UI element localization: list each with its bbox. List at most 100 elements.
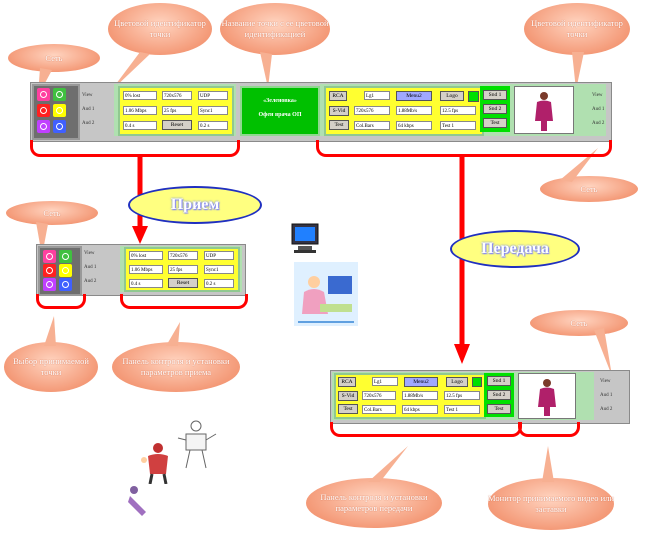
- point-cell[interactable]: [59, 278, 72, 291]
- point-cell[interactable]: [43, 250, 56, 263]
- point-cell[interactable]: [53, 88, 66, 101]
- test1-select[interactable]: Test 1: [440, 121, 476, 130]
- bitrate-field: 1.06 Mbps: [129, 265, 163, 274]
- send-kbps-select[interactable]: 64 kbps: [402, 405, 438, 414]
- callout-color-id-left: Цветовой идентификатор точки: [108, 3, 212, 55]
- menu-button[interactable]: Menu2: [396, 91, 432, 101]
- brace-top-right: [316, 140, 612, 157]
- operator-clipart-icon: [294, 262, 358, 326]
- sync-select[interactable]: Sync1: [204, 265, 234, 274]
- snd1-button[interactable]: Snd 1: [483, 90, 507, 100]
- top-right-aud1-button[interactable]: Aud 1: [592, 107, 605, 112]
- person-clipart-icon: [141, 443, 168, 484]
- logo-button[interactable]: Logo: [440, 91, 464, 101]
- receive-point-selector: [38, 246, 82, 296]
- send-view-button[interactable]: View: [600, 379, 611, 384]
- delay-field: 0.4 s: [123, 121, 157, 130]
- colbars-select[interactable]: Col.Bars: [362, 405, 396, 414]
- point-cell[interactable]: [43, 264, 56, 277]
- protocol-select[interactable]: UDP: [198, 91, 228, 100]
- person-video-icon: [538, 379, 556, 416]
- send-resolution-select[interactable]: 720x576: [362, 391, 396, 400]
- callout-point-name: Название точки с ее цветовой идентификац…: [220, 3, 330, 55]
- test-button-small[interactable]: Test: [329, 120, 349, 130]
- receive-aud1-button[interactable]: Aud 1: [84, 265, 97, 270]
- receive-panel: 0% lost 720x576 UDP 1.06 Mbps 25 fps Syn…: [124, 247, 240, 292]
- resolution-field: 720x576: [168, 251, 198, 260]
- point-cell[interactable]: [59, 250, 72, 263]
- aud1-button[interactable]: Aud 1: [82, 107, 95, 112]
- logo-button[interactable]: Logo: [446, 377, 468, 387]
- snd2-button[interactable]: Snd 2: [487, 390, 511, 400]
- sketch-figure-icon: [177, 420, 217, 469]
- send-aud1-button[interactable]: Aud 1: [600, 393, 613, 398]
- test-button[interactable]: Test: [487, 404, 511, 414]
- rca-button[interactable]: RCA: [329, 91, 347, 101]
- top-right-aud2-button[interactable]: Aud 2: [592, 121, 605, 126]
- point-cell[interactable]: [37, 88, 50, 101]
- brace-receive-left: [36, 294, 86, 309]
- send-resolution-select[interactable]: 720x576: [354, 106, 390, 115]
- callout-color-id-right: Цветовой идентификатор точки: [524, 3, 630, 55]
- view-button[interactable]: View: [82, 93, 93, 98]
- send-video-monitor: [518, 373, 576, 419]
- send-mbps-select[interactable]: 1.88Mb/s: [402, 391, 438, 400]
- receive-label: Прием: [128, 186, 262, 224]
- point-cell[interactable]: [59, 264, 72, 277]
- send-kbps-select[interactable]: 64 kbps: [396, 121, 432, 130]
- callout-net-bottom-right: Сеть: [530, 310, 628, 336]
- point-name-line2: Офен врача ОП: [258, 112, 302, 118]
- person-video-icon: [535, 92, 553, 131]
- brace-receive-right: [120, 294, 248, 309]
- receive-aud2-button[interactable]: Aud 2: [84, 279, 97, 284]
- send-mbps-select[interactable]: 1.88Mb/s: [396, 106, 432, 115]
- test-button[interactable]: Test: [483, 118, 507, 128]
- point-cell[interactable]: [43, 278, 56, 291]
- top-receive-panel: 0% lost 720x576 UDP 1.06 Mbps 25 fps Syn…: [118, 86, 234, 136]
- svid-button[interactable]: S-Vid: [338, 391, 358, 401]
- callout-select-point: Выбор принимаемой точки: [4, 342, 98, 392]
- logo-color-swatch: [472, 377, 482, 387]
- top-point-selector: [32, 84, 80, 140]
- rca-button[interactable]: RCA: [338, 377, 356, 387]
- snd2-button[interactable]: Snd 2: [483, 104, 507, 114]
- snd1-button[interactable]: Snd 1: [487, 376, 511, 386]
- svid-button[interactable]: S-Vid: [329, 106, 349, 116]
- delay2-select[interactable]: 0.2 s: [198, 121, 228, 130]
- delay-field: 0.4 s: [129, 279, 163, 288]
- lg-select[interactable]: Lg1: [364, 91, 390, 100]
- point-cell[interactable]: [37, 120, 50, 133]
- fps-field: 25 fps: [162, 106, 192, 115]
- top-sound-buttons: Snd 1 Snd 2 Test: [480, 86, 510, 132]
- protocol-select[interactable]: UDP: [204, 251, 234, 260]
- point-cell[interactable]: [53, 104, 66, 117]
- test1-select[interactable]: Test 1: [444, 405, 480, 414]
- send-aud2-button[interactable]: Aud 2: [600, 407, 613, 412]
- send-fps-select[interactable]: 12.5 fps: [444, 391, 480, 400]
- sync-select[interactable]: Sync1: [198, 106, 228, 115]
- point-cell[interactable]: [53, 120, 66, 133]
- receive-view-button[interactable]: View: [84, 251, 95, 256]
- test-button-small[interactable]: Test: [338, 404, 358, 414]
- transmit-label: Передача: [450, 230, 580, 268]
- menu-button[interactable]: Menu2: [404, 377, 438, 387]
- delay2-select[interactable]: 0.2 s: [204, 279, 234, 288]
- top-send-panel: RCA Lg1 Menu2 Logo S-Vid 720x576 1.88Mb/…: [324, 86, 484, 136]
- top-right-view-button[interactable]: View: [592, 93, 603, 98]
- send-sound-buttons: Snd 1 Snd 2 Test: [484, 373, 514, 417]
- lg-select[interactable]: Lg1: [372, 377, 398, 386]
- callout-net-top-left: Сеть: [8, 44, 100, 72]
- bitrate-field: 1.06 Mbps: [123, 106, 157, 115]
- reset-button[interactable]: Reset: [168, 278, 198, 288]
- point-cell[interactable]: [37, 104, 50, 117]
- loss-field: 0% lost: [123, 91, 157, 100]
- callout-net-mid-left: Сеть: [6, 201, 98, 225]
- point-name-box: «Зеленовка» Офен врача ОП: [240, 86, 320, 136]
- aud2-button[interactable]: Aud 2: [82, 121, 95, 126]
- reset-button[interactable]: Reset: [162, 120, 192, 130]
- top-video-monitor: [514, 86, 574, 134]
- send-fps-select[interactable]: 12.5 fps: [440, 106, 476, 115]
- fps-field: 25 fps: [168, 265, 198, 274]
- colbars-select[interactable]: Col.Bars: [354, 121, 390, 130]
- callout-control-panel-receive: Панель контроля и установки параметров п…: [112, 342, 240, 392]
